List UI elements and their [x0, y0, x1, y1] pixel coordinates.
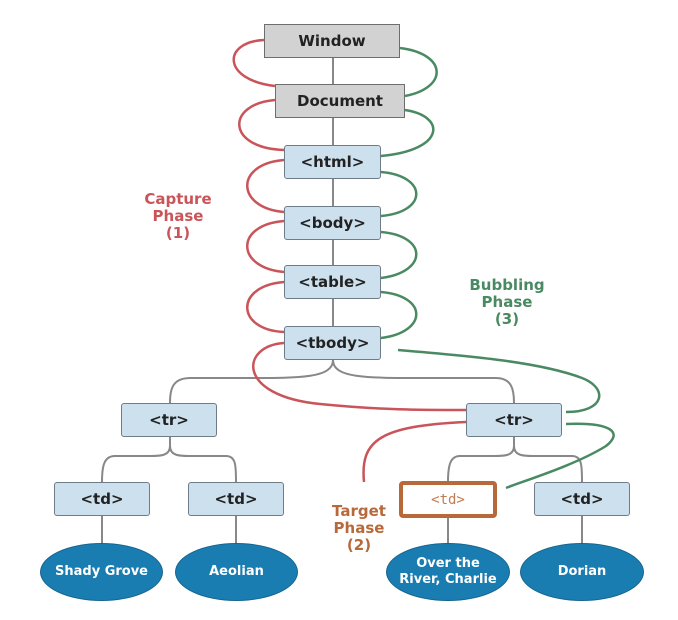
node-window: Window [264, 24, 400, 58]
node-body: <body> [284, 206, 381, 240]
target-phase-line1: Target [332, 502, 386, 520]
bubbling-arc-1 [399, 46, 438, 98]
connector-tr-td4 [513, 437, 583, 483]
bubbling-arc-5 [380, 290, 418, 340]
capture-arc-5 [246, 280, 285, 334]
bubbling-phase-line2: Phase [481, 293, 533, 311]
capture-arc-4 [246, 219, 285, 274]
tree-connectors [101, 58, 583, 543]
node-document: Document [275, 84, 405, 118]
connector-tr-td1 [101, 437, 171, 483]
node-table: <table> [284, 265, 381, 299]
target-phase-line2: Phase [333, 519, 385, 537]
leaf-shady-grove: Shady Grove [40, 543, 163, 601]
node-td-1: <td> [54, 482, 150, 516]
connector-tr-td2 [169, 437, 237, 483]
capture-arc-3 [246, 158, 285, 214]
bubbling-arrows [380, 46, 615, 490]
capture-arrows [232, 38, 467, 483]
connector-tbody-tr-left [169, 359, 334, 404]
capture-phase-line1: Capture [144, 190, 212, 208]
capture-phase-line3: (1) [165, 224, 191, 242]
connector-tr-tdtarget [447, 437, 515, 483]
bubbling-phase-line3: (3) [494, 310, 520, 328]
capture-arc-2 [238, 98, 285, 152]
capture-phase-label: Capture Phase (1) [128, 191, 228, 242]
target-phase-line3: (2) [346, 536, 372, 554]
bubbling-arc-3 [380, 170, 418, 218]
target-arc [362, 420, 467, 483]
capture-arc-6 [252, 341, 467, 412]
bubbling-arc-2 [380, 108, 435, 158]
node-html: <html> [284, 145, 381, 179]
node-tr-left: <tr> [121, 403, 217, 437]
bubbling-arc-4 [380, 230, 418, 280]
capture-phase-line2: Phase [152, 207, 204, 225]
bubbling-phase-line1: Bubbling [469, 276, 545, 294]
bubbling-arc-7 [505, 422, 615, 490]
connector-tbody-tr-right [332, 359, 515, 404]
node-tr-right: <tr> [466, 403, 562, 437]
node-td-target: <td> [399, 481, 497, 518]
leaf-aeolian: Aeolian [175, 543, 298, 601]
leaf-over-the-river: Over the River, Charlie [386, 543, 510, 601]
bubbling-phase-label: Bubbling Phase (3) [452, 277, 562, 328]
leaf-dorian: Dorian [520, 543, 644, 601]
node-tbody: <tbody> [284, 326, 381, 360]
target-phase-label: Target Phase (2) [312, 503, 406, 554]
capture-arc-1 [232, 38, 276, 88]
bubbling-arc-6 [397, 348, 601, 414]
node-td-4: <td> [534, 482, 630, 516]
node-td-2: <td> [188, 482, 284, 516]
